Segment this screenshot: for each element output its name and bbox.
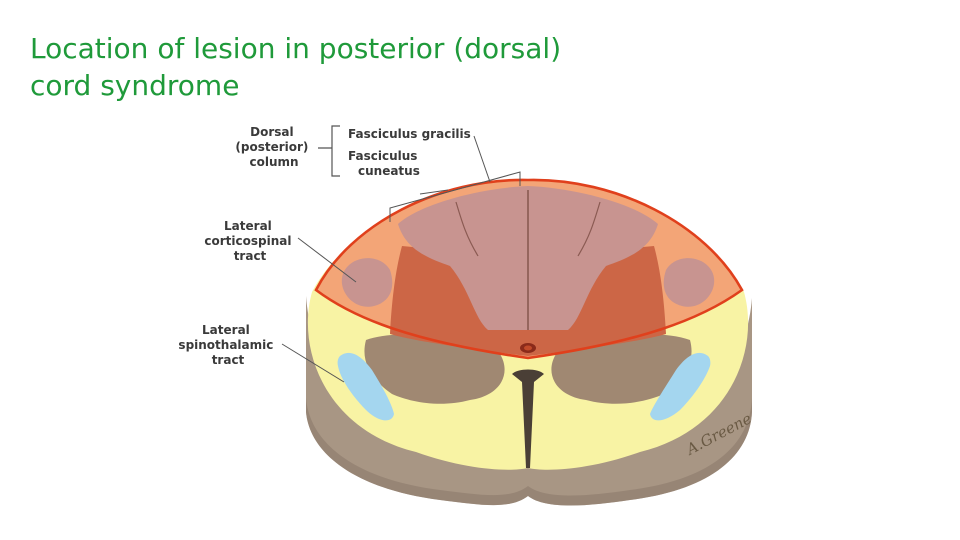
cord-side-wall: [306, 296, 752, 506]
dorsal-column-bracket: [318, 125, 340, 177]
spinothalamic-tract-right: [650, 352, 711, 421]
label-fasciculus-gracilis: Fasciculus gracilis: [348, 127, 471, 141]
label-lateral-spinothalamic: Lateral spinothalamic tract: [178, 323, 277, 367]
label-dorsal-column: Dorsal (posterior) column: [235, 125, 312, 169]
dorsal-column-marker: [389, 171, 521, 222]
corticospinal-tract-right: [663, 258, 715, 307]
label-lateral-corticospinal: Lateral corticospinal tract: [204, 219, 295, 263]
dorsal-septum-left: [455, 201, 479, 257]
central-canal-inner: [524, 345, 532, 351]
cuneatus-leader-line: [419, 189, 449, 195]
lesion-outline: [314, 178, 744, 360]
slide-title: Location of lesion in posterior (dorsal)…: [30, 30, 730, 104]
spinothalamic-tract-left: [337, 352, 394, 421]
label-fasciculus-cuneatus: Fasciculus cuneatus: [348, 149, 422, 178]
spinothalamic-leader-line: [281, 343, 345, 383]
gray-matter-anterior-right: [551, 334, 692, 404]
corticospinal-tract-left: [341, 258, 393, 307]
gracilis-leader-line: [473, 135, 491, 183]
dorsal-septum-right: [577, 201, 601, 257]
title-line-2: cord syndrome: [30, 69, 240, 102]
corticospinal-leader-line: [297, 237, 357, 283]
anterior-median-fissure: [512, 369, 544, 468]
gray-matter-anterior-left: [364, 334, 505, 404]
title-line-1: Location of lesion in posterior (dorsal): [30, 32, 562, 65]
